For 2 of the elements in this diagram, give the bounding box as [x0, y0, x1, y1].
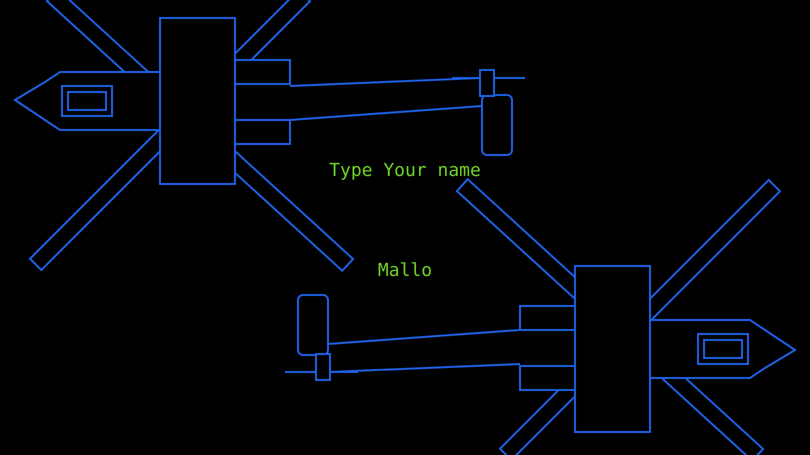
entered-name: Mallo — [378, 260, 432, 281]
prompt-text: Type Your name — [329, 160, 481, 181]
